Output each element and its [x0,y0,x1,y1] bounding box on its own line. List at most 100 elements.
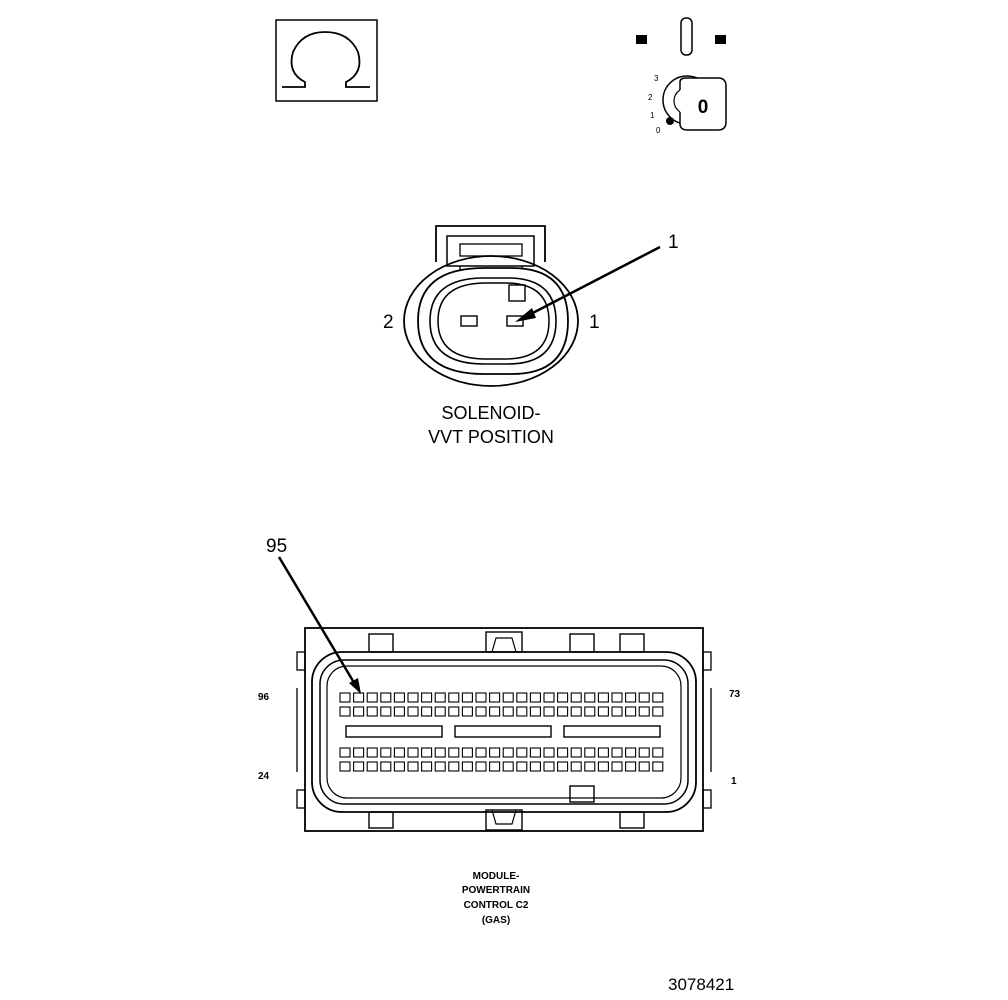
pcm-pin-cavity [584,747,596,758]
pcm-pin-cavity [543,692,555,703]
pcm-pin-cavity [380,747,392,758]
pcm-pin-cavity [557,706,569,717]
pcm-pin-cavity [434,706,446,717]
pcm-pin-cavity [652,706,664,717]
pcm-pin-cavity [529,692,541,703]
pcm-pin-cavity [638,761,650,772]
pcm-pin-cavity [366,692,378,703]
pcm-pin-cavity [393,692,405,703]
key-position-1: 1 [650,111,655,120]
pcm-pin-cavity [434,761,446,772]
pcm-pin-cavity [448,747,460,758]
pcm-pin-cavity [625,761,637,772]
pcm-pin-cavity [597,706,609,717]
pcm-pin-cavity [557,761,569,772]
pcm-pin-cavity [421,747,433,758]
pcm-pin-24-label: 24 [258,771,270,782]
pcm-pin-cavity [353,747,365,758]
pcm-pin-cavity [597,747,609,758]
pcm-pin-cavity [475,747,487,758]
pcm-pin-cavity [421,692,433,703]
pcm-pin-cavity [489,692,501,703]
pcm-pin-cavity [502,761,514,772]
pcm-pin-cavity [611,761,623,772]
pcm-pin-cavity-grid [339,692,664,772]
pcm-pin-cavity [611,706,623,717]
solenoid-pin-2-label: 2 [383,312,394,333]
pcm-pin-cavity [366,706,378,717]
ignition-key-icon: 0 3 2 1 0 [636,17,727,135]
pcm-pin-cavity [611,692,623,703]
pcm-pin-cavity [448,706,460,717]
pcm-pin-cavity [434,747,446,758]
pcm-pin-cavity [557,747,569,758]
pcm-pin-cavity [625,692,637,703]
pcm-pin-cavity [502,747,514,758]
pcm-pin-cavity [625,706,637,717]
pcm-pin-cavity [380,761,392,772]
figure-id: 3078421 [668,975,734,994]
pcm-pin-cavity [529,706,541,717]
pcm-pin-cavity [339,692,351,703]
pcm-pin-1-label: 1 [731,776,737,787]
pcm-pin-cavity [557,692,569,703]
pcm-connector: 95 96 73 24 1 MODULE- POWERTRAIN CONTROL… [258,536,741,926]
pcm-pin-cavity [584,761,596,772]
pcm-pin-cavity [421,761,433,772]
pcm-pin-cavity [475,706,487,717]
pcm-pin-cavity [339,747,351,758]
pcm-pin-73-label: 73 [729,689,741,700]
pcm-pin-cavity [516,706,528,717]
pcm-pin-cavity [652,761,664,772]
pcm-pin-cavity [489,747,501,758]
pcm-pin-cavity [475,761,487,772]
pcm-caption-line1: MODULE- [473,871,520,882]
pcm-pin-cavity [407,706,419,717]
pcm-pin-cavity [475,692,487,703]
pcm-pin-cavity [638,692,650,703]
pcm-pin-cavity [597,761,609,772]
pcm-pin-cavity [516,747,528,758]
pcm-pin-cavity [339,706,351,717]
pcm-pin-96-label: 96 [258,692,270,703]
pcm-pin-cavity [461,747,473,758]
pcm-pin-cavity [353,706,365,717]
pcm-pin-cavity [584,692,596,703]
pcm-caption-line3: CONTROL C2 [464,900,529,911]
pcm-pin-cavity [448,692,460,703]
pcm-pin-cavity [448,761,460,772]
pcm-pin-cavity [570,692,582,703]
pcm-callout: 95 [266,536,287,557]
pcm-pin-cavity [529,747,541,758]
pcm-pin-cavity [597,692,609,703]
pcm-pin-cavity [516,761,528,772]
pcm-pin-cavity [380,706,392,717]
pcm-pin-cavity [353,761,365,772]
solenoid-connector: 1 2 1 SOLENOID- VVT POSITION [383,225,679,447]
pcm-pin-cavity [611,747,623,758]
key-position-0: 0 [656,126,661,135]
key-position-2: 2 [648,93,653,102]
pcm-pin-cavity [570,706,582,717]
pcm-pin-cavity [366,747,378,758]
solenoid-callout: 1 [668,232,679,253]
solenoid-pin-1-label: 1 [589,312,600,333]
pcm-pin-cavity [353,692,365,703]
pcm-pin-cavity [529,761,541,772]
pcm-caption-line4: (GAS) [482,915,510,926]
ohm-symbol-icon [275,19,378,102]
pcm-pin-cavity [489,706,501,717]
pcm-pin-cavity [393,706,405,717]
pcm-pin-cavity [638,747,650,758]
pcm-pin-cavity [543,706,555,717]
pcm-pin-cavity [461,706,473,717]
pcm-pin-cavity [407,692,419,703]
pcm-pin-cavity [489,761,501,772]
pcm-pin-cavity [339,761,351,772]
pcm-pin-cavity [652,747,664,758]
pcm-pin-cavity [502,692,514,703]
pcm-pin-cavity [638,706,650,717]
pcm-pin-cavity [421,706,433,717]
pcm-pin-cavity [570,747,582,758]
